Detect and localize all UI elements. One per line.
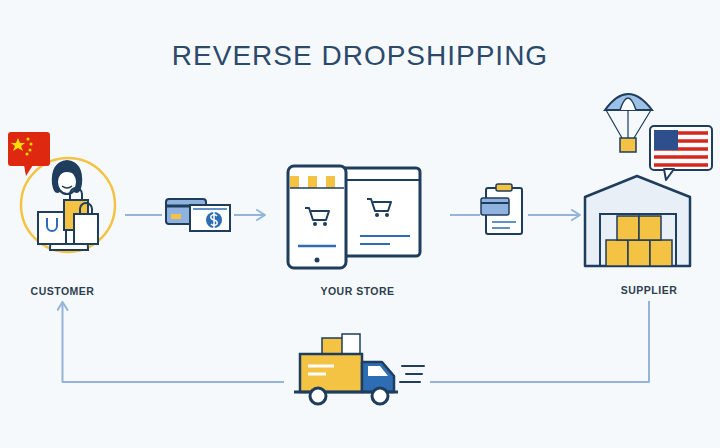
delivery-truck <box>284 332 430 408</box>
order-icon <box>480 180 528 238</box>
supplier-warehouse <box>585 94 712 266</box>
store-node: YOUR STORE <box>270 160 445 297</box>
node-label: SUPPLIER <box>585 284 713 296</box>
diagram-title: REVERSE DROPSHIPPING <box>0 40 720 72</box>
customer-node: CUSTOMER <box>5 125 120 297</box>
store-devices <box>288 166 420 268</box>
node-label: YOUR STORE <box>270 285 445 297</box>
customer-figure <box>8 132 115 252</box>
supplier-node: SUPPLIER <box>585 85 713 296</box>
node-label: CUSTOMER <box>5 285 120 297</box>
payment-icon <box>162 194 234 236</box>
